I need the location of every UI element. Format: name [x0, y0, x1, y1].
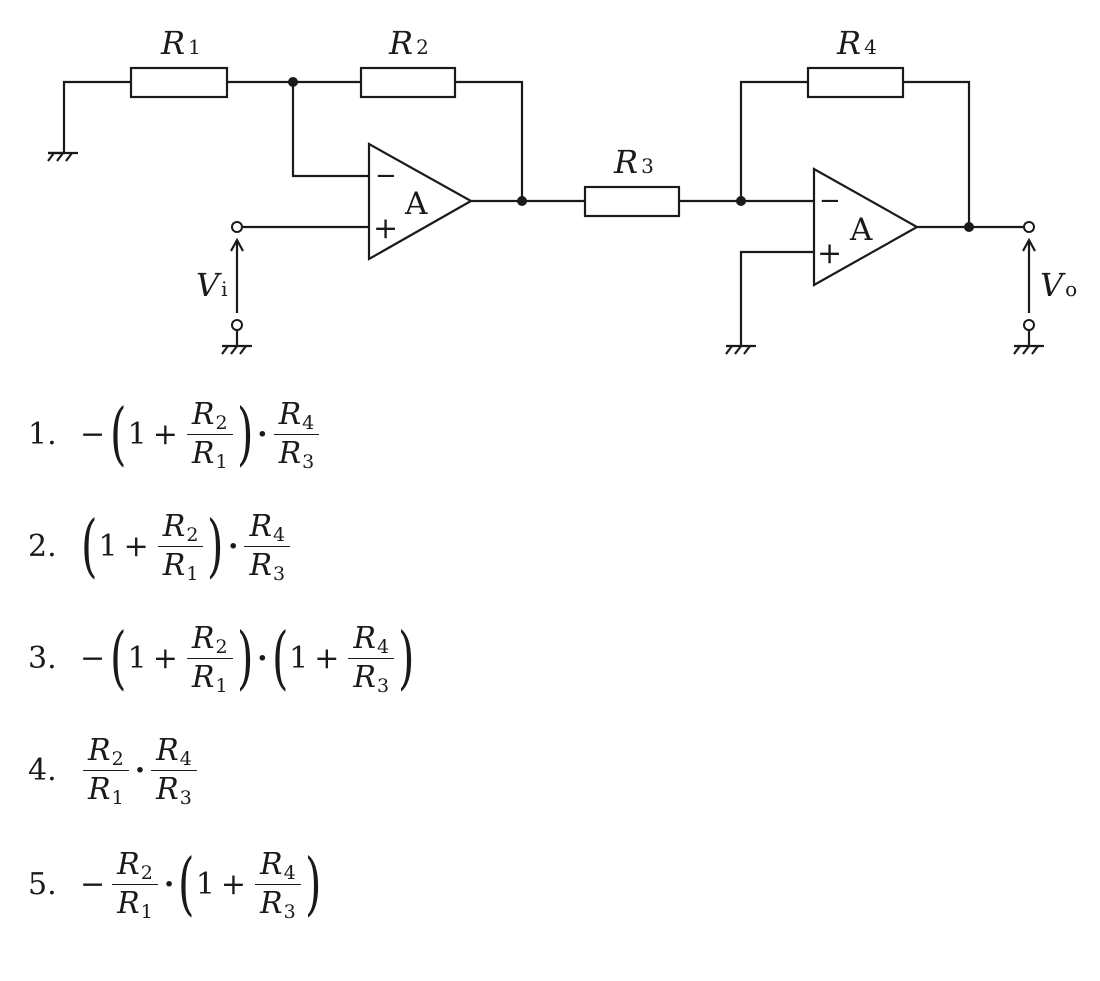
- circuit-wires: [48, 80, 1031, 346]
- resistor-r4: [806, 66, 905, 99]
- fraction-r4-r3: R4 R3: [244, 512, 291, 584]
- fraction-r2-r1: R2 R1: [112, 850, 158, 922]
- right-paren: ): [207, 506, 224, 586]
- opamp-1: [367, 142, 474, 261]
- ground-symbol: [221, 344, 252, 355]
- fraction-r2-r1: R2 R1: [157, 512, 204, 584]
- multiply-dot: ·: [257, 640, 268, 676]
- minus-sign: −: [80, 866, 106, 902]
- multiply-dot: ·: [134, 752, 146, 788]
- one: 1: [127, 416, 147, 452]
- one: 1: [98, 528, 118, 564]
- one: 1: [195, 866, 215, 902]
- fraction-r2-r1: R2 R1: [83, 736, 129, 808]
- multiply-dot: ·: [163, 866, 175, 902]
- output-ground-terminal: [1023, 319, 1035, 331]
- fraction-r2-r1: R2 R1: [186, 624, 233, 696]
- fraction-r4-r3: R4 R3: [151, 736, 197, 808]
- vo-arrow: [1022, 237, 1036, 313]
- opamp-1-noninverting-sign: +: [373, 211, 398, 246]
- fraction-r2-r1: R2 R1: [186, 400, 233, 472]
- vi-arrow: [230, 237, 244, 313]
- right-paren: ): [304, 844, 322, 924]
- opamp-2-inverting-sign: −: [819, 186, 841, 216]
- fraction-r4-r3: R4 R3: [273, 400, 320, 472]
- option-number: 1.: [28, 416, 57, 452]
- option-2[interactable]: 2. ( 1 + R2 R1 ) · R4 R3: [28, 506, 293, 586]
- junction-dot: [288, 77, 298, 87]
- multiply-dot: ·: [257, 416, 268, 452]
- option-number: 5.: [28, 866, 57, 902]
- option-5[interactable]: 5. − R2 R1 · ( 1 + R4 R3 ): [28, 844, 322, 924]
- output-terminal: [1023, 221, 1035, 233]
- opamp-2-noninverting-sign: +: [817, 236, 842, 271]
- one: 1: [289, 640, 309, 676]
- left-paren: (: [110, 394, 127, 474]
- opamp-1-inverting-sign: −: [375, 161, 397, 191]
- one: 1: [127, 640, 147, 676]
- ground-symbol: [1013, 344, 1044, 355]
- fraction-r4-r3: R4 R3: [348, 624, 395, 696]
- option-3[interactable]: 3. − ( 1 + R2 R1 ) · ( 1 + R4 R3 ): [28, 618, 416, 698]
- opamp-2-label: A: [849, 212, 873, 248]
- plus-sign: +: [220, 866, 247, 902]
- option-4[interactable]: 4. R2 R1 · R4 R3: [28, 736, 200, 808]
- input-terminal: [231, 221, 243, 233]
- resistor-r3: [583, 185, 681, 218]
- minus-sign: −: [80, 416, 106, 452]
- junction-dot: [736, 196, 746, 206]
- opamp-2: [812, 167, 920, 287]
- plus-sign: +: [314, 640, 340, 676]
- option-1[interactable]: 1. − ( 1 + R2 R1 ) · R4 R3: [28, 394, 322, 474]
- input-ground-terminal: [231, 319, 243, 331]
- junction-dot: [964, 222, 974, 232]
- option-number: 2.: [28, 528, 57, 564]
- right-paren: ): [236, 618, 254, 698]
- fraction-r4-r3: R4 R3: [255, 850, 301, 922]
- left-paren: (: [81, 506, 98, 586]
- left-paren: (: [110, 618, 127, 698]
- ground-symbol: [47, 151, 78, 162]
- option-number: 4.: [28, 752, 57, 788]
- plus-sign: +: [152, 640, 178, 676]
- plus-sign: +: [152, 416, 178, 452]
- minus-sign: −: [80, 640, 106, 676]
- left-paren: (: [271, 618, 289, 698]
- resistor-r1: [129, 66, 229, 99]
- right-paren: ): [398, 618, 415, 698]
- option-number: 3.: [28, 640, 57, 676]
- plus-sign: +: [123, 528, 149, 564]
- right-paren: ): [236, 394, 254, 474]
- resistor-r2: [359, 66, 457, 99]
- junction-dot: [517, 196, 527, 206]
- opamp-1-label: A: [404, 186, 428, 222]
- multiply-dot: ·: [227, 528, 239, 564]
- left-paren: (: [178, 844, 195, 924]
- ground-symbol: [725, 344, 756, 355]
